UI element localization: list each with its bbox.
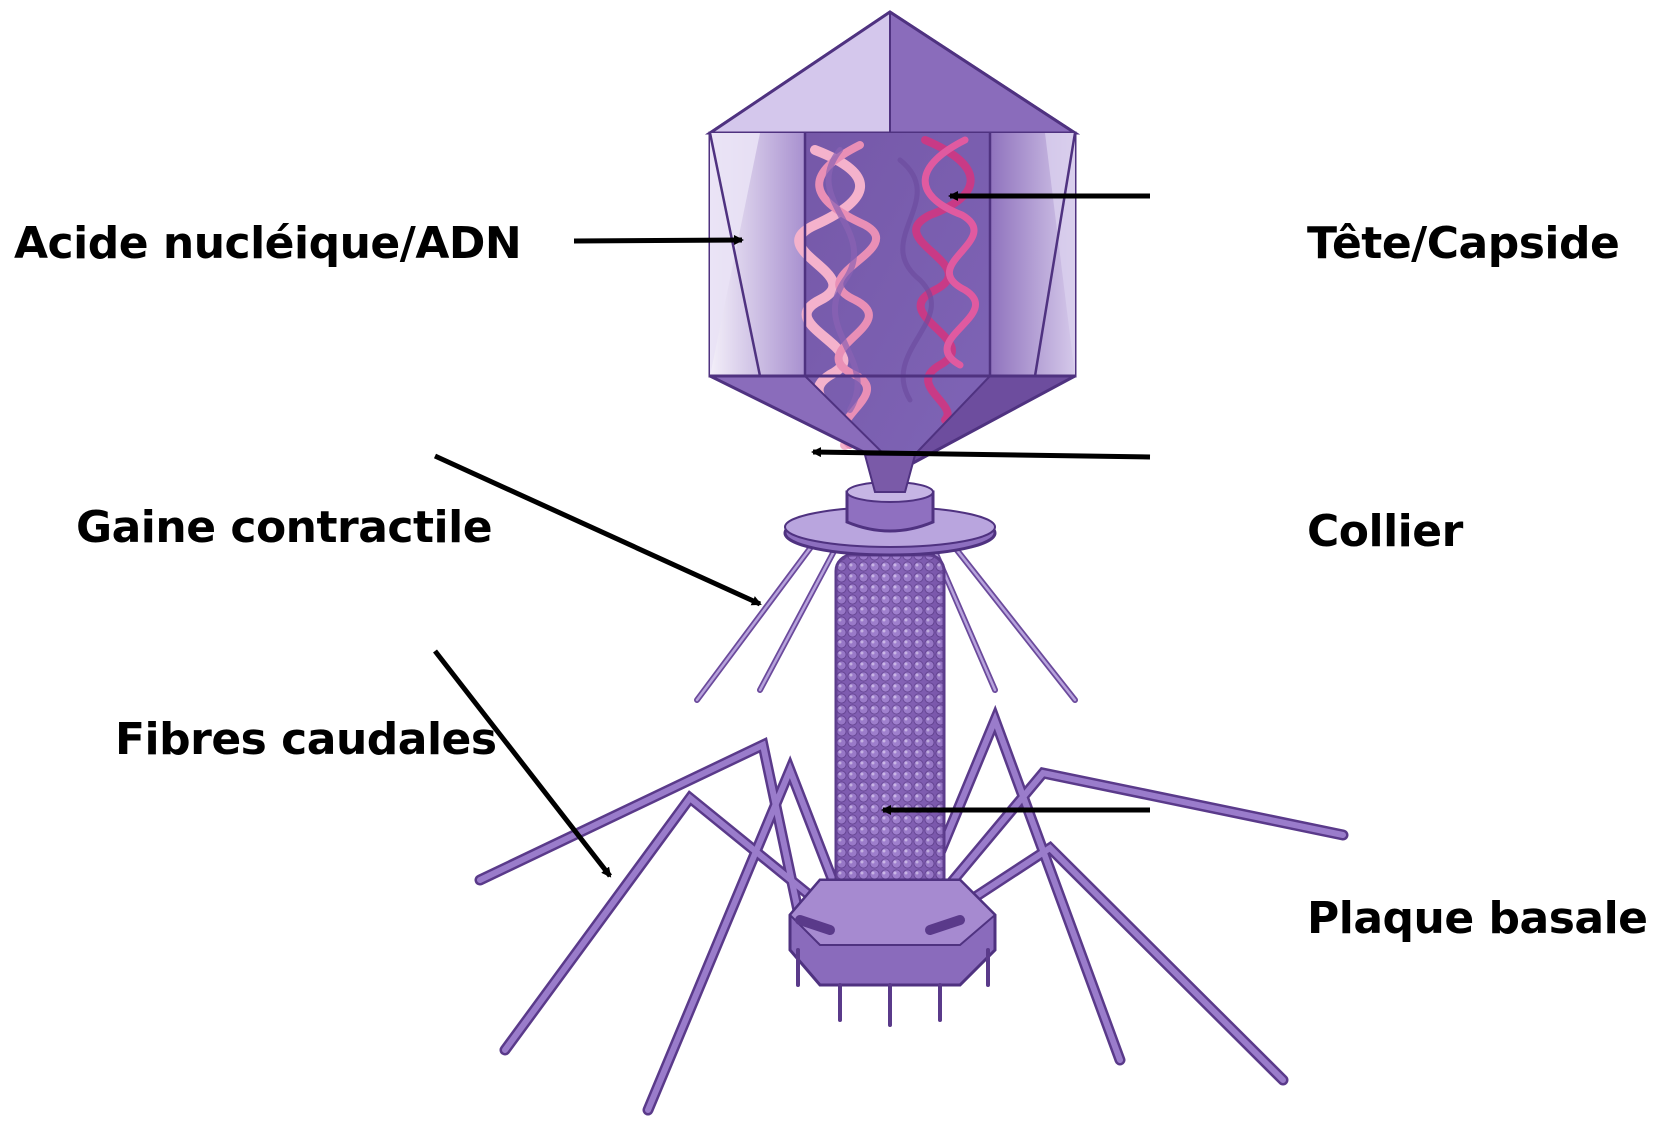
label-contractile-sheath: Gaine contractile bbox=[76, 506, 492, 550]
arrow-collar bbox=[813, 452, 1150, 457]
label-base-plate: Plaque basale bbox=[1307, 897, 1648, 941]
contractile-sheath bbox=[836, 555, 944, 935]
label-head-capsid: Tête/Capside bbox=[1307, 222, 1619, 266]
capsid bbox=[710, 12, 1075, 492]
label-collar: Collier bbox=[1307, 510, 1463, 554]
label-nucleic-acid: Acide nucléique/ADN bbox=[14, 222, 521, 266]
base-plate bbox=[790, 880, 995, 1025]
label-tail-fibers: Fibres caudales bbox=[115, 718, 497, 762]
arrow-nucleic-acid bbox=[574, 240, 742, 241]
